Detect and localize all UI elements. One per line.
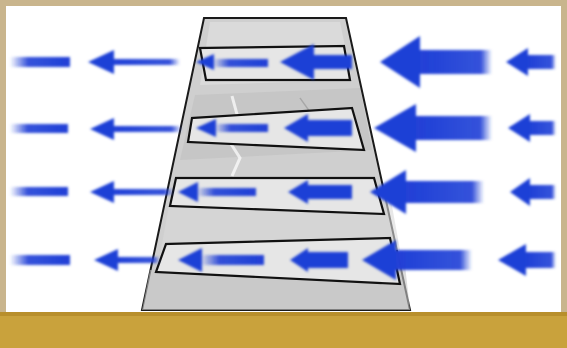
arrow (178, 182, 256, 202)
wind-dash (10, 124, 68, 133)
arrow-row (10, 104, 556, 152)
arrow-row (10, 36, 556, 88)
ground (0, 314, 567, 348)
arrow (508, 114, 556, 142)
arrow (498, 244, 556, 276)
arrow (370, 170, 484, 214)
arrow (178, 248, 264, 272)
arrow (196, 119, 268, 137)
arrow (284, 114, 352, 142)
arrow (362, 240, 472, 280)
arrow (290, 248, 348, 272)
arrow (88, 50, 180, 74)
opening (186, 106, 366, 152)
arrow-row (10, 170, 556, 214)
arrow (374, 104, 492, 152)
arrow (506, 48, 556, 76)
wind-dash (10, 187, 68, 196)
wind-dash (10, 57, 70, 67)
arrow (196, 54, 268, 70)
arrow (90, 181, 174, 203)
arrow (94, 249, 160, 271)
arrow (288, 180, 352, 204)
arrow-row (10, 240, 556, 280)
arrow (280, 44, 352, 80)
arrow (510, 178, 556, 206)
wind-dash (10, 255, 70, 265)
arrow (380, 36, 492, 88)
arrow (90, 118, 182, 140)
ground-edge (0, 312, 567, 316)
